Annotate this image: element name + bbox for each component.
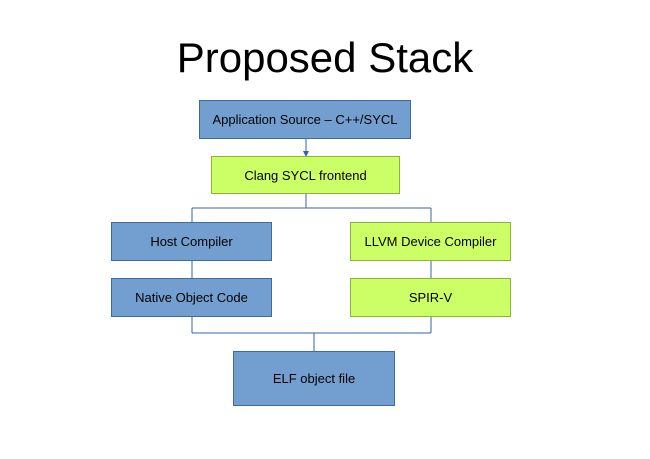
node-application-source: Application Source – C++/SYCL: [199, 100, 411, 139]
slide-title: Proposed Stack: [176, 34, 474, 81]
node-llvm-device-compiler: LLVM Device Compiler: [350, 222, 511, 261]
node-elf-object-file: ELF object file: [233, 351, 395, 406]
node-clang-sycl-frontend: Clang SYCL frontend: [211, 156, 400, 194]
node-host-compiler: Host Compiler: [111, 222, 272, 261]
node-native-object-code: Native Object Code: [111, 278, 272, 317]
node-spir-v: SPIR-V: [350, 278, 511, 317]
